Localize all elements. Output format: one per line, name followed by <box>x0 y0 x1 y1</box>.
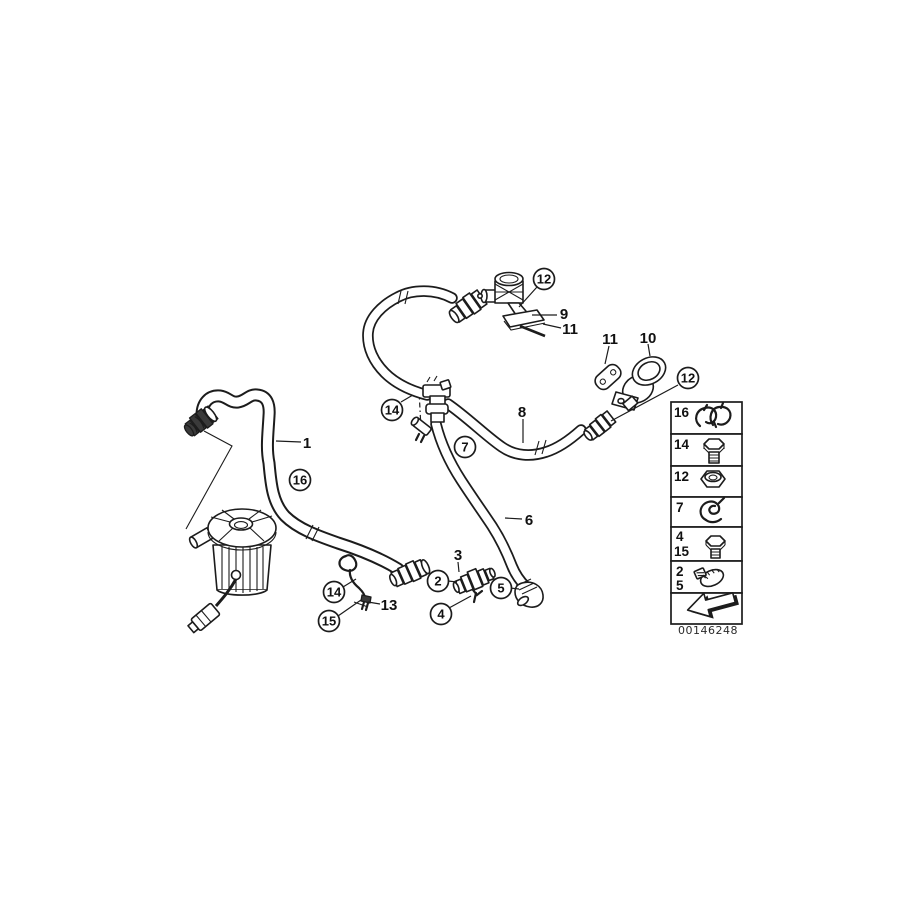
callout-12-right[interactable]: 12 <box>676 366 700 390</box>
legend-label: 5 <box>676 578 684 593</box>
callout-3[interactable]: 3 <box>454 547 462 564</box>
air-pump <box>187 508 277 634</box>
document-id: 00146248 <box>678 624 738 637</box>
svg-text:4: 4 <box>437 607 445 622</box>
callout-11-right[interactable]: 11 <box>602 331 618 348</box>
legend-label: 16 <box>674 405 690 420</box>
svg-text:12: 12 <box>537 272 551 287</box>
gasket-top <box>519 324 546 338</box>
hose-1-end-fitting <box>388 558 431 588</box>
connector-3 <box>452 567 496 595</box>
pump-connector-plug <box>187 602 221 634</box>
svg-text:14: 14 <box>327 585 342 600</box>
legend-table: 16 14 12 7 4 15 2 5 <box>670 401 743 625</box>
legend-label: 7 <box>676 500 684 515</box>
screw-icon <box>705 535 726 559</box>
hex-bolt-icon <box>703 438 725 464</box>
callout-6[interactable]: 6 <box>525 512 533 529</box>
hose-8-end-fitting <box>583 410 617 441</box>
callout-2[interactable]: 2 <box>426 569 450 593</box>
callout-12-top[interactable]: 12 <box>532 267 556 291</box>
t-fitting-side-port <box>410 416 432 436</box>
pump-cable <box>214 578 238 607</box>
callout-10[interactable]: 10 <box>640 330 657 347</box>
vacuum-valve-top <box>448 271 546 338</box>
callout-13[interactable]: 13 <box>381 597 398 614</box>
svg-text:16: 16 <box>293 473 307 488</box>
svg-text:15: 15 <box>322 614 336 629</box>
callout-14-bottom[interactable]: 14 <box>322 580 346 604</box>
hose-to-valve-top <box>362 285 458 401</box>
hex-nut-icon <box>700 470 726 488</box>
bracket-screw <box>360 594 372 604</box>
gasket-right <box>594 363 622 391</box>
clip-4 <box>471 588 484 604</box>
legend-label: 15 <box>674 544 690 559</box>
callout-15[interactable]: 15 <box>317 609 341 633</box>
hose-clamp-icon <box>693 567 725 588</box>
svg-text:14: 14 <box>385 403 400 418</box>
leader-lines <box>275 286 679 617</box>
valve-right-assembly <box>583 356 667 441</box>
valve-flange <box>502 309 545 328</box>
hose-1 <box>195 388 405 576</box>
svg-text:2: 2 <box>434 574 441 589</box>
hose-1-top-fitting <box>183 405 219 437</box>
legend-label: 14 <box>674 437 690 452</box>
direction-arrow-icon <box>686 592 739 619</box>
retaining-clip-icon <box>699 496 726 524</box>
callout-4[interactable]: 4 <box>429 602 453 626</box>
callout-7[interactable]: 7 <box>453 435 477 459</box>
callout-8[interactable]: 8 <box>518 404 526 421</box>
callout-11-top[interactable]: 11 <box>562 321 578 338</box>
bracket-13 <box>338 554 372 612</box>
pump-dome-spokes <box>210 509 273 542</box>
spring-band-clamp-icon <box>695 401 732 429</box>
svg-text:7: 7 <box>461 440 468 455</box>
callout-1[interactable]: 1 <box>303 435 311 452</box>
hose-8 <box>442 398 587 461</box>
legend-label: 4 <box>676 529 684 544</box>
callout-9[interactable]: 9 <box>560 306 568 323</box>
callout-16[interactable]: 16 <box>288 468 312 492</box>
svg-text:5: 5 <box>497 581 504 596</box>
valve-cap <box>494 271 524 287</box>
callout-14-top[interactable]: 14 <box>380 398 404 422</box>
svg-text:12: 12 <box>681 371 695 386</box>
legend-label: 2 <box>676 564 684 579</box>
callout-5[interactable]: 5 <box>489 576 513 600</box>
legend-label: 12 <box>674 469 689 484</box>
t-fitting <box>410 375 452 444</box>
